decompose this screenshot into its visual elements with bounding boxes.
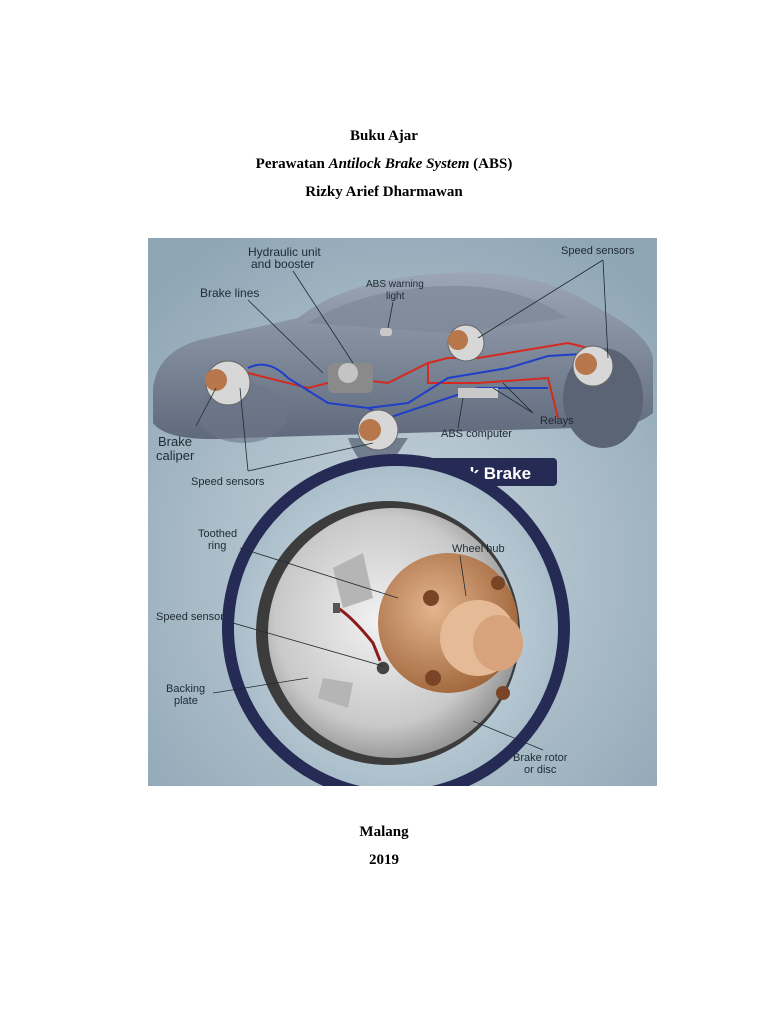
label-brake-caliper-2: caliper <box>156 448 195 463</box>
label-speed-sensors-top: Speed sensors <box>561 245 635 257</box>
front-right-brake <box>357 409 399 451</box>
sensor-wire <box>337 606 383 664</box>
leader-lines-top <box>195 259 609 472</box>
label-abs-computer: ABS computer <box>441 428 512 440</box>
label-hydraulic-1: Hydraulic unit <box>248 245 321 259</box>
label-brake-caliper-1: Brake <box>158 434 192 449</box>
speed-sensor-shape <box>375 660 391 676</box>
label-abs-warning-2: light <box>386 291 405 302</box>
front-left-brake <box>205 360 251 406</box>
label-relays: Relays <box>540 415 574 427</box>
label-speed-sensor: Speed sensor <box>156 611 224 623</box>
rear-right-brake <box>572 345 614 387</box>
book-title-italic: Antilock Brake System <box>328 156 470 172</box>
label-hydraulic-2: and booster <box>251 257 314 271</box>
label-brake-lines: Brake lines <box>200 286 259 300</box>
hydraulic-unit <box>328 363 373 393</box>
label-toothed-2: ring <box>208 540 226 552</box>
book-type: Buku Ajar <box>350 128 418 144</box>
author-name: Rizky Arief Dharmawan <box>305 184 463 200</box>
label-abs-warning-1: ABS warning <box>366 279 424 290</box>
abs-computer-shape <box>458 388 498 398</box>
rear-left-brake <box>447 324 485 362</box>
book-title-prefix: Perawatan <box>255 156 329 172</box>
label-toothed-1: Toothed <box>198 528 237 540</box>
book-title-suffix: (ABS) <box>469 156 513 172</box>
abs-warning-light-shape <box>380 328 392 336</box>
label-backing-1: Backing <box>166 683 205 695</box>
abs-diagram: Hydraulic unit and booster Brake lines A… <box>148 238 657 786</box>
label-speed-sensors-bottom: Speed sensors <box>191 476 265 488</box>
label-rotor-2: or disc <box>524 764 557 776</box>
leader-lines-bottom <box>212 547 544 751</box>
city: Malang <box>359 824 409 840</box>
label-backing-2: plate <box>174 695 198 707</box>
year: 2019 <box>369 852 399 868</box>
abs-illustration: Hydraulic unit and booster Brake lines A… <box>148 238 657 786</box>
zoomed-wheel <box>222 454 570 786</box>
book-title: Perawatan Antilock Brake System (ABS) <box>0 156 768 173</box>
car-silhouette <box>153 272 653 470</box>
label-wheel-hub: Wheel hub <box>452 543 505 555</box>
label-rotor-1: Brake rotor <box>513 752 568 764</box>
